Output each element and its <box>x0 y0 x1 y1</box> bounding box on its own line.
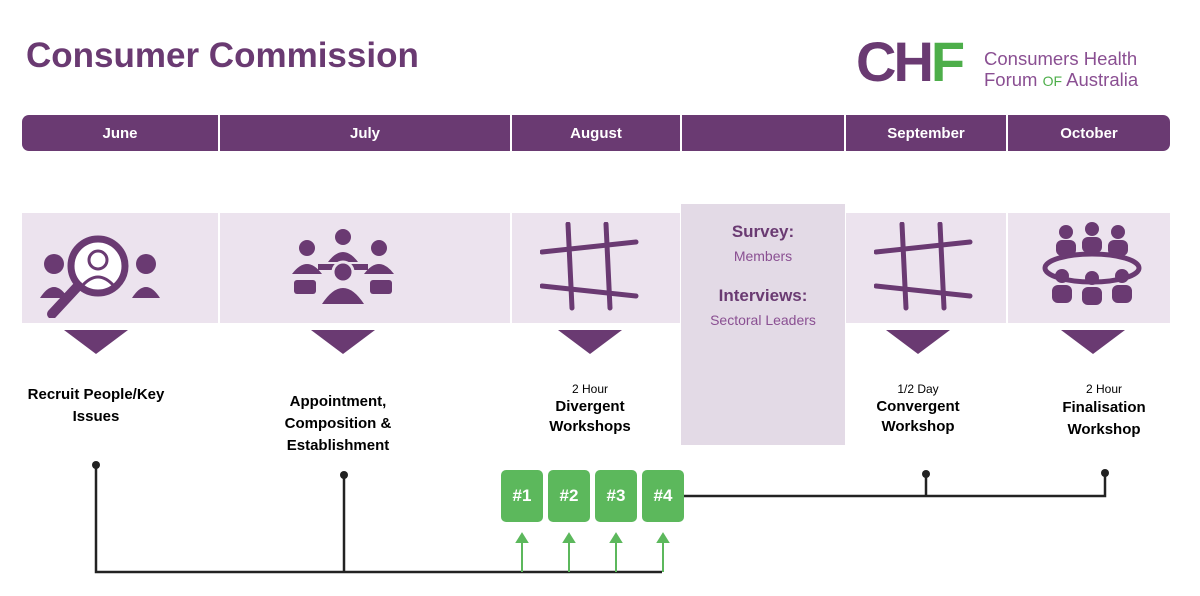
survey-interviews-box: Survey: Members Interviews: Sectoral Lea… <box>681 204 845 445</box>
magnifier-person-icon <box>40 235 160 318</box>
hashtag-icon <box>874 222 973 311</box>
logo-text: Consumers Health Forum OF Australia <box>984 48 1139 90</box>
interviews-label: Interviews: <box>718 286 808 305</box>
month-blank <box>682 115 844 151</box>
workshop-badge-4: #4 <box>642 470 684 522</box>
stage-recruit: Recruit People/Key Issues <box>27 386 165 425</box>
month-september: September <box>846 115 1006 151</box>
stage-convergent: 1/2 Day Convergent Workshop <box>876 382 960 435</box>
band-september <box>846 213 1006 323</box>
month-august: August <box>512 115 680 151</box>
arrow-down-icon <box>64 330 128 354</box>
hashtag-icon <box>540 222 639 311</box>
arrow-down-icon <box>311 330 375 354</box>
group-meeting-icon <box>292 229 394 304</box>
workshop-badge-2: #2 <box>548 470 590 522</box>
survey-members: Members <box>733 248 793 264</box>
workshop-badge-3: #3 <box>595 470 637 522</box>
round-table-icon <box>1042 222 1142 305</box>
stage-finalisation: 2 Hour Finalisation Workshop <box>1062 382 1146 438</box>
survey-label: Survey: <box>731 222 795 241</box>
arrow-down-icon <box>886 330 950 354</box>
month-july: July <box>220 115 510 151</box>
arrow-down-icon <box>1061 330 1125 354</box>
month-june: June <box>22 115 218 151</box>
month-october: October <box>1008 115 1170 151</box>
stage-appointment: Appointment, Composition & Establishment <box>284 393 392 454</box>
stage-divergent: 2 Hour Divergent Workshops <box>549 382 631 435</box>
chf-logo: CHF <box>856 30 965 93</box>
page-title: Consumer Commission <box>26 36 419 75</box>
workshop-badge-1: #1 <box>501 470 543 522</box>
interviews-sectoral-leaders: Sectoral Leaders <box>710 312 816 328</box>
arrow-down-icon <box>558 330 622 354</box>
band-august <box>512 213 680 323</box>
